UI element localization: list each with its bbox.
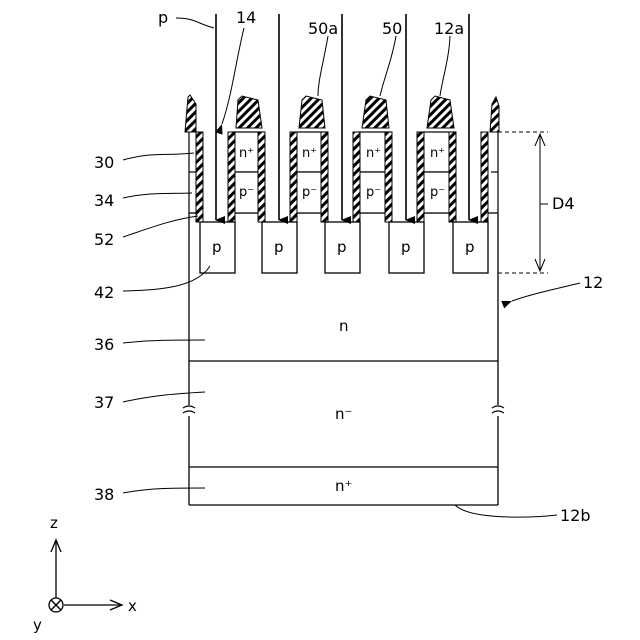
- cell-n-plus-3: n⁺: [366, 146, 381, 161]
- cell-p-minus-3: p⁻: [366, 185, 381, 200]
- label-12b: 12b: [560, 506, 591, 525]
- label-42: 42: [94, 283, 114, 302]
- label-38: 38: [94, 485, 114, 504]
- cell-p-1: p: [212, 238, 222, 256]
- label-14: 14: [236, 8, 256, 27]
- label-50a: 50a: [308, 19, 338, 38]
- cell-p-2: p: [274, 238, 284, 256]
- cell-p-minus-1: p⁻: [239, 185, 254, 200]
- region-n-minus: n⁻: [335, 405, 352, 423]
- coordinate-axes: [49, 540, 122, 612]
- region-n: n: [339, 317, 349, 335]
- axis-x-label: x: [128, 597, 137, 615]
- region-n-plus: n⁺: [335, 477, 352, 495]
- label-30: 30: [94, 153, 114, 172]
- cell-p-minus-2: p⁻: [302, 185, 317, 200]
- cell-p-5: p: [465, 238, 475, 256]
- label-p-implant: p: [158, 8, 168, 27]
- axis-z-label: z: [50, 514, 58, 532]
- label-12: 12: [583, 273, 603, 292]
- cell-p-3: p: [337, 238, 347, 256]
- cell-n-plus-2: n⁺: [302, 146, 317, 161]
- cell-n-plus-4: n⁺: [430, 146, 445, 161]
- dimension-d4: [498, 132, 548, 273]
- label-34: 34: [94, 191, 114, 210]
- axis-y-label: y: [33, 616, 42, 634]
- cell-p-minus-4: p⁻: [430, 185, 445, 200]
- cell-p-4: p: [401, 238, 411, 256]
- label-d4: D4: [552, 194, 575, 213]
- cell-n-plus-1: n⁺: [239, 146, 254, 161]
- label-50: 50: [382, 19, 402, 38]
- label-37: 37: [94, 393, 114, 412]
- label-12a: 12a: [434, 19, 464, 38]
- label-36: 36: [94, 335, 114, 354]
- label-52: 52: [94, 230, 114, 249]
